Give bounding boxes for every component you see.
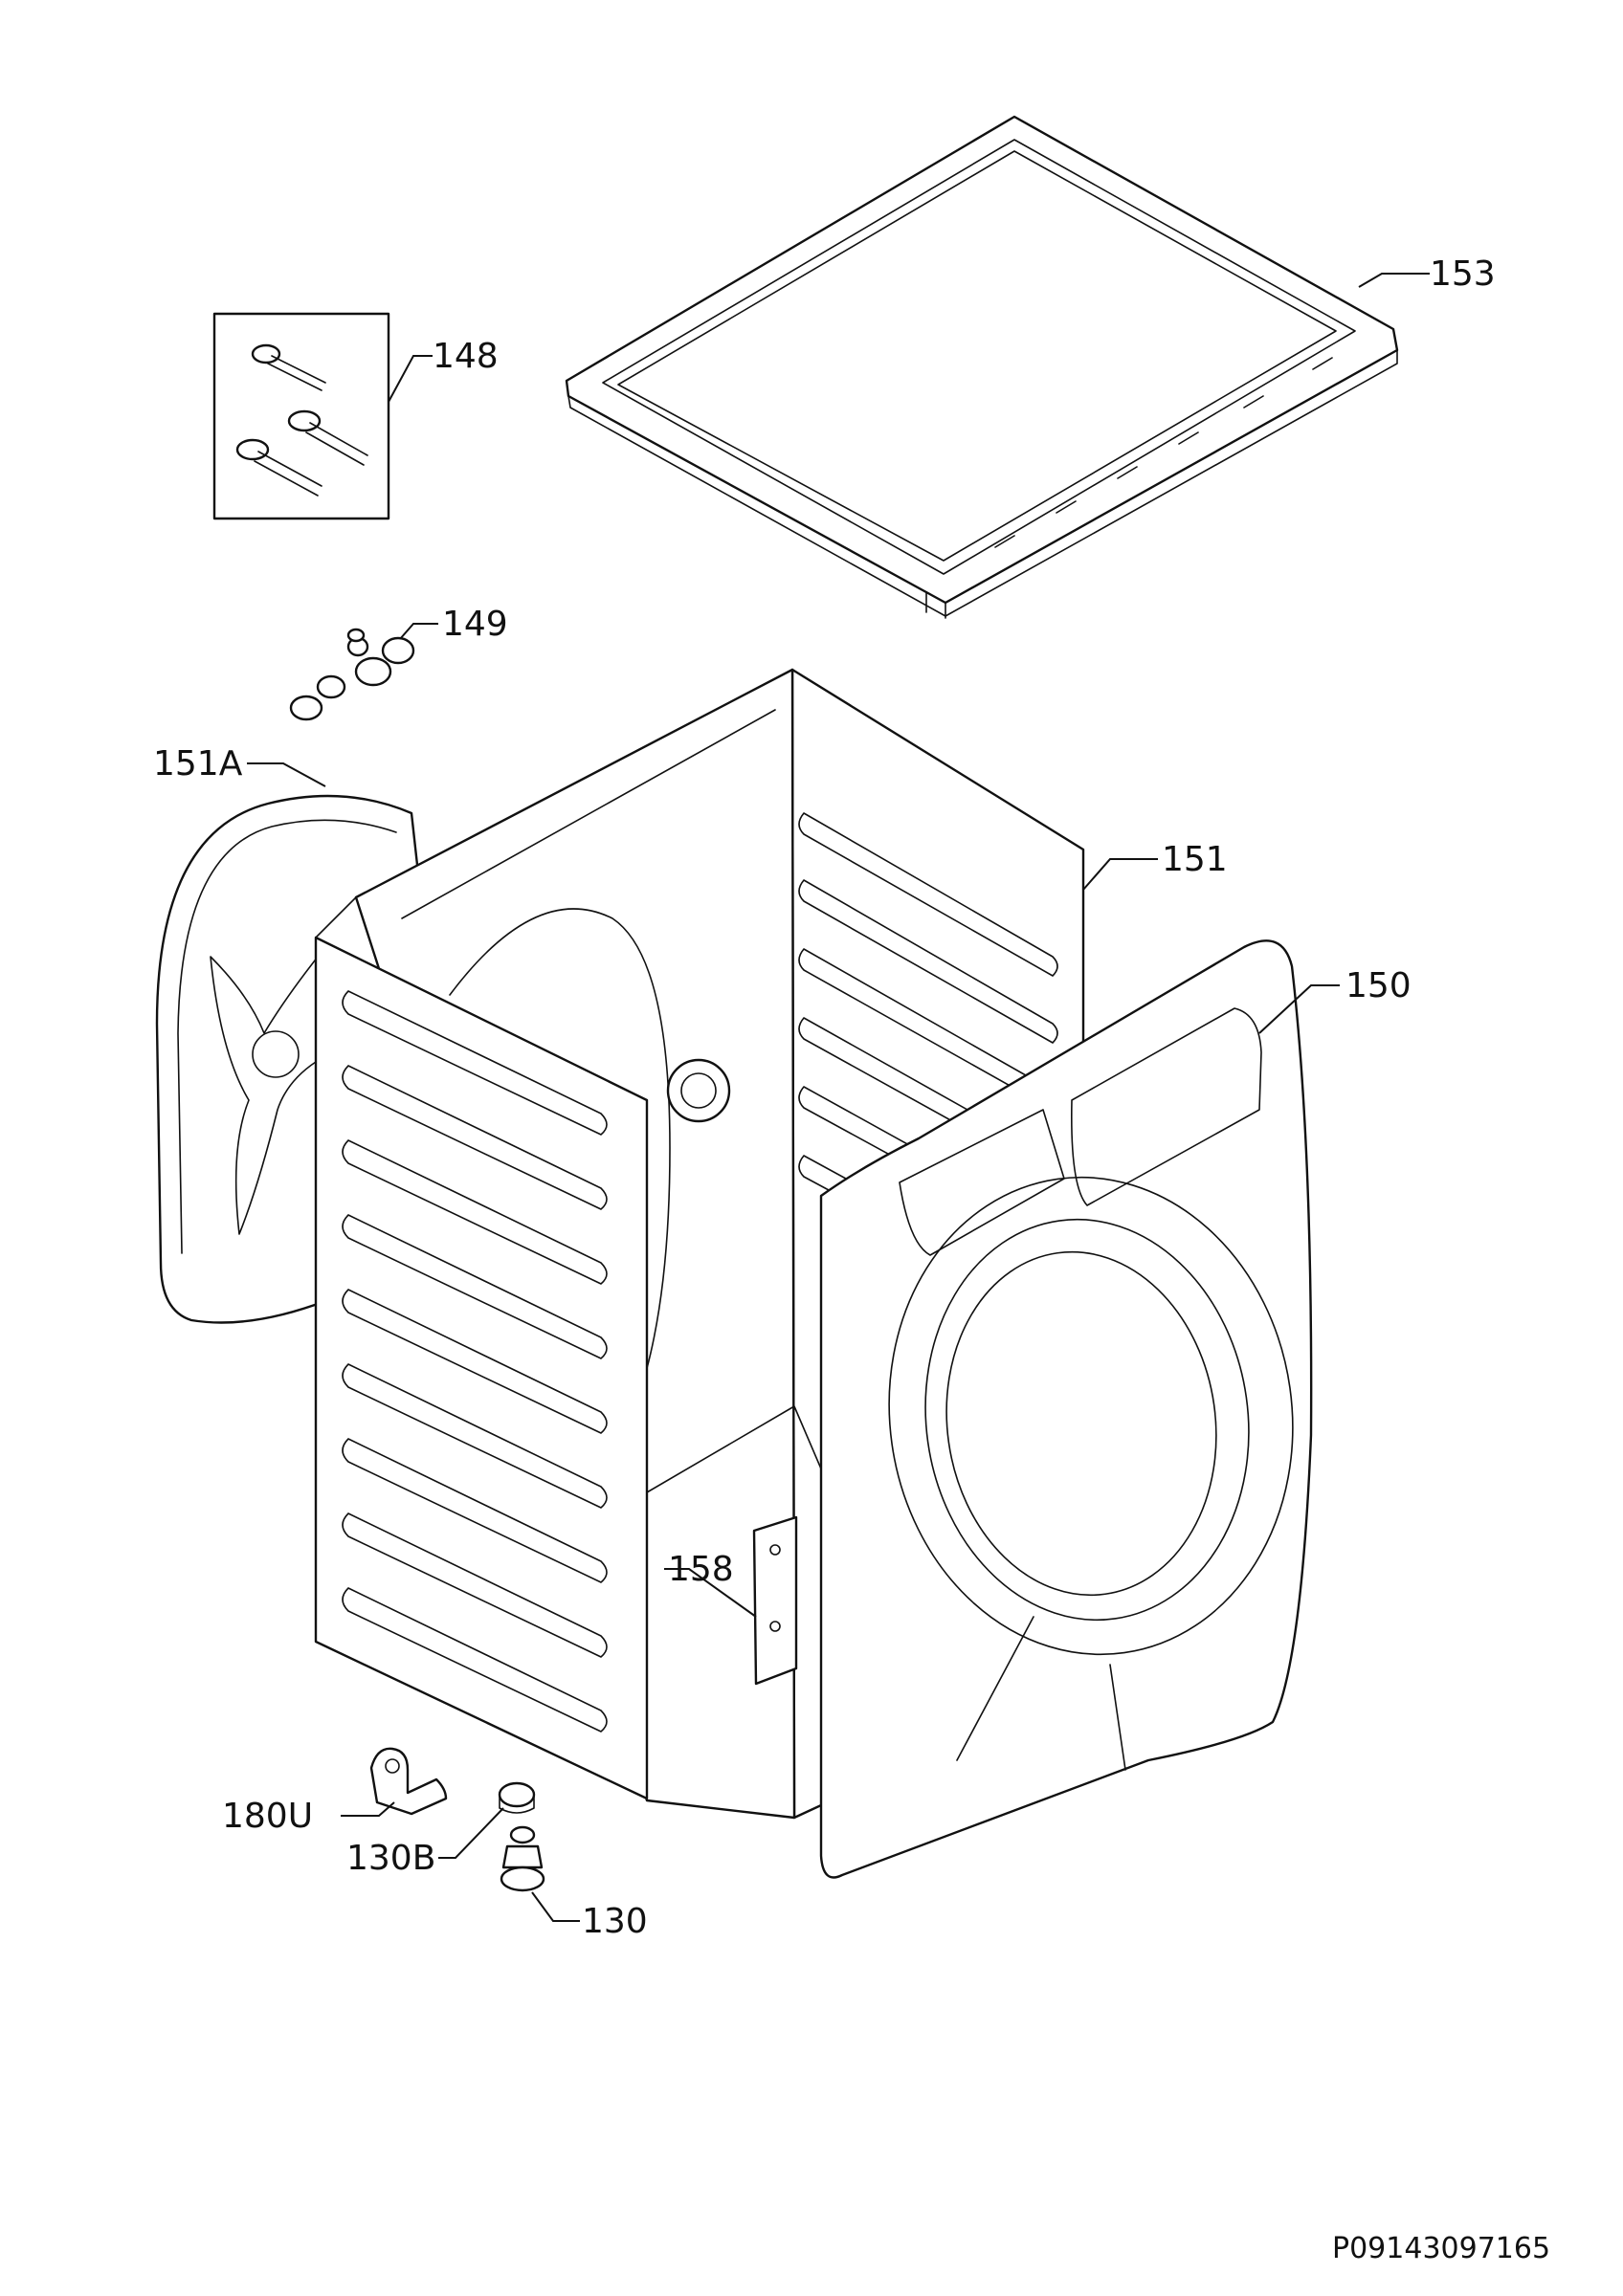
label-148: 148 [433, 337, 499, 376]
label-130B: 130B [346, 1839, 435, 1878]
bolt-icon [235, 438, 322, 497]
label-149: 149 [442, 605, 508, 644]
label-151: 151 [1162, 840, 1228, 879]
part-180U-bracket[interactable] [369, 1747, 448, 1816]
side-ribs [342, 990, 608, 1733]
part-158-bracket[interactable] [752, 1515, 798, 1686]
label-158: 158 [668, 1550, 734, 1589]
cabinet-left-side-panel [314, 896, 649, 1800]
label-130: 130 [582, 1902, 648, 1941]
part-130B-nut[interactable] [498, 1781, 536, 1814]
leader-lines [247, 273, 1430, 1922]
part-149-hole-caps[interactable] [289, 628, 415, 721]
label-153: 153 [1430, 254, 1496, 294]
part-153-top-cover[interactable] [565, 115, 1399, 619]
part-150-front-panel[interactable] [819, 939, 1323, 1879]
label-151A: 151A [153, 744, 243, 784]
part-148-transport-bolts[interactable] [212, 312, 390, 520]
part-labels: 153 148 149 151A 151 150 158 180U 130B 1… [153, 254, 1496, 1941]
part-151A-rear-panel[interactable] [155, 794, 423, 1324]
bolt-icon [287, 409, 368, 466]
label-180U: 180U [222, 1797, 313, 1836]
drawing-code: P09143097165 [1332, 2232, 1550, 2265]
label-150: 150 [1345, 966, 1412, 1005]
bolt-icon [251, 343, 326, 391]
part-130-foot[interactable] [500, 1825, 545, 1892]
